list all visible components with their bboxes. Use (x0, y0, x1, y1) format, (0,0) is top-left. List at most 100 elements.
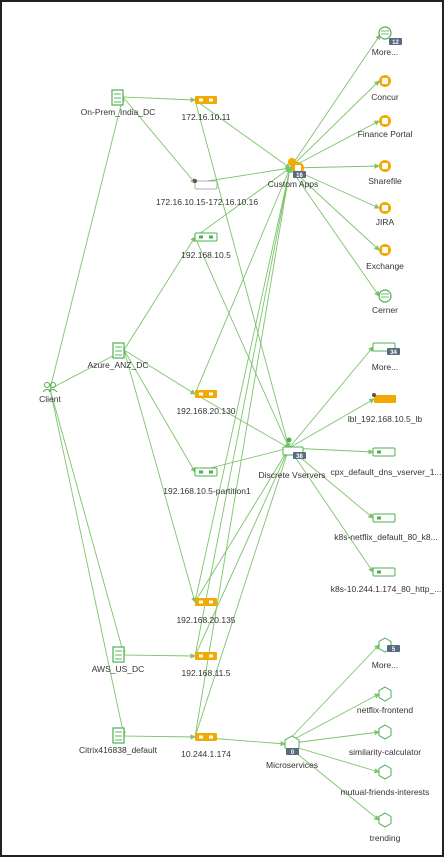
node-label: Client (39, 394, 61, 404)
node-onprem-dc[interactable]: On-Prem_India_DC (81, 89, 156, 117)
node-sharefile[interactable]: Sharefile (368, 160, 402, 186)
node-label: Azure_ANZ_DC (88, 360, 149, 370)
node-k8s-ip[interactable]: k8s-10.244.1.174_80_http_... (331, 567, 442, 594)
node-jira[interactable]: JIRA (376, 202, 395, 227)
node-azure-dc[interactable]: Azure_ANZ_DC (88, 342, 149, 370)
node-lbl-vserver[interactable]: lbl_192.168.10.5_lb (348, 393, 422, 424)
node-citrix-default[interactable]: Citrix416838_default (79, 727, 158, 755)
node-discrete-vservers[interactable]: 38 Discrete Vservers (258, 437, 326, 481)
node-label: JIRA (376, 217, 395, 227)
edge-ip11-custom (194, 99, 291, 169)
node-ip-192-168-20-135[interactable]: 192.168.20.135 (176, 598, 236, 625)
node-ip-172-16-10-11[interactable]: 172.16.10.11 (182, 96, 231, 122)
node-ip-range-172[interactable]: 172.16.10.15-172.16.10.16 (156, 179, 258, 207)
node-more-vservers[interactable]: 34 More... (372, 342, 400, 372)
node-cerner[interactable]: Cerner (372, 289, 398, 315)
node-mutual-friends[interactable]: mutual-friends-interests (341, 764, 430, 797)
node-label: 172.16.10.15-172.16.10.16 (156, 197, 258, 207)
node-label: 172.16.10.11 (182, 112, 231, 122)
edge-discrete-k8sI (288, 447, 374, 573)
node-ip-192-168-10-5[interactable]: 192.168.10.5 (181, 232, 231, 260)
vserver-icon (374, 395, 396, 403)
node-exchange[interactable]: Exchange (366, 244, 404, 271)
datacenter-icon (112, 342, 125, 359)
node-netflix-frontend[interactable]: netflix-frontend (357, 686, 413, 715)
node-label: More... (372, 660, 398, 670)
node-label: Concur (371, 92, 399, 102)
node-ip-192-168-10-5-partition1[interactable]: 192.168.10.5-partition1 (163, 467, 251, 496)
datacenter-icon (112, 646, 125, 663)
datacenter-icon (111, 89, 124, 106)
node-label: AWS_US_DC (92, 664, 145, 674)
vserver-icon (372, 447, 396, 457)
edge-azure-ip135 (123, 349, 197, 603)
badge-count: 5 (392, 647, 396, 653)
edge-client-onprem (49, 96, 125, 390)
edge-client-azure (49, 349, 125, 390)
node-label: 192.168.11.5 (182, 668, 231, 678)
node-label: More... (372, 47, 398, 57)
node-ip-10-244-1-174[interactable]: 10.244.1.174 (181, 733, 231, 759)
edge-ms-trend (284, 743, 380, 821)
node-cpx-dns[interactable]: cpx_default_dns_vserver_1... (330, 447, 442, 477)
node-custom-apps[interactable]: 16 Custom Apps (268, 158, 319, 189)
node-label: Citrix416838_default (79, 745, 158, 755)
node-label: 10.244.1.174 (181, 749, 231, 759)
load-balancer-icon (195, 733, 217, 741)
node-microservices[interactable]: 0 Microservices (266, 735, 318, 770)
edge-ip115-discrete (194, 447, 290, 657)
edge-citrix-ip10 (123, 734, 196, 740)
edge-ip135-discrete (194, 447, 290, 603)
edge-custom-cerner (289, 167, 380, 297)
count-badge (293, 452, 306, 459)
edge-custom-concur (289, 80, 380, 169)
edge-custom-moreApps (289, 34, 381, 169)
node-label: On-Prem_India_DC (81, 107, 156, 117)
app-group-icon (378, 26, 392, 40)
node-label: Cerner (372, 305, 398, 315)
node-label: 192.168.10.5 (181, 250, 231, 260)
load-balancer-icon (195, 390, 217, 398)
node-concur[interactable]: Concur (371, 75, 399, 102)
node-label: Sharefile (368, 176, 402, 186)
node-label: k8s-10.244.1.174_80_http_... (331, 584, 442, 594)
badge-count: 12 (392, 40, 399, 46)
node-similarity-calculator[interactable]: similarity-calculator (349, 724, 421, 757)
load-balancer-icon (195, 652, 217, 660)
node-ip-192-168-11-5[interactable]: 192.168.11.5 (182, 652, 231, 678)
node-label: Exchange (366, 261, 404, 271)
load-balancer-icon (195, 598, 217, 606)
node-label: More... (372, 362, 398, 372)
node-client[interactable]: Client (39, 382, 62, 405)
node-trending[interactable]: trending (370, 812, 401, 843)
node-more-apps[interactable]: 12 More... (372, 26, 402, 57)
edge-ip105-custom (194, 167, 291, 238)
edge-iprange-custom (194, 166, 291, 184)
edge-ip11-discrete (194, 99, 291, 449)
load-balancer-icon (194, 180, 218, 190)
node-label: k8s-netflix_default_80_k8... (334, 532, 437, 542)
edge-ip105-discrete (194, 236, 290, 449)
badge-count: 34 (390, 350, 397, 356)
microservice-icon (378, 764, 392, 780)
edge-onprem-ip11 (122, 96, 196, 103)
edge-azure-ipp1 (123, 349, 196, 473)
node-ip-192-168-20-130[interactable]: 192.168.20.130 (176, 390, 236, 416)
load-balancer-icon (194, 232, 218, 242)
count-badge (293, 171, 306, 178)
node-finance-portal[interactable]: Finance Portal (358, 115, 413, 139)
edge-aws-ip115 (123, 653, 196, 659)
edge-ip10-discrete (194, 447, 291, 738)
edge-custom-exchange (289, 167, 380, 251)
node-more-ms[interactable]: 5 More... (372, 637, 400, 670)
node-label: 192.168.20.135 (176, 615, 235, 625)
count-badge (387, 348, 400, 355)
node-aws-dc[interactable]: AWS_US_DC (92, 646, 145, 674)
count-badge (387, 645, 400, 652)
vserver-icon (372, 513, 396, 523)
database-icon (378, 289, 392, 303)
edge-ms-mut (284, 743, 380, 774)
node-k8s-netflix[interactable]: k8s-netflix_default_80_k8... (334, 513, 438, 542)
microservice-icon (378, 812, 392, 828)
